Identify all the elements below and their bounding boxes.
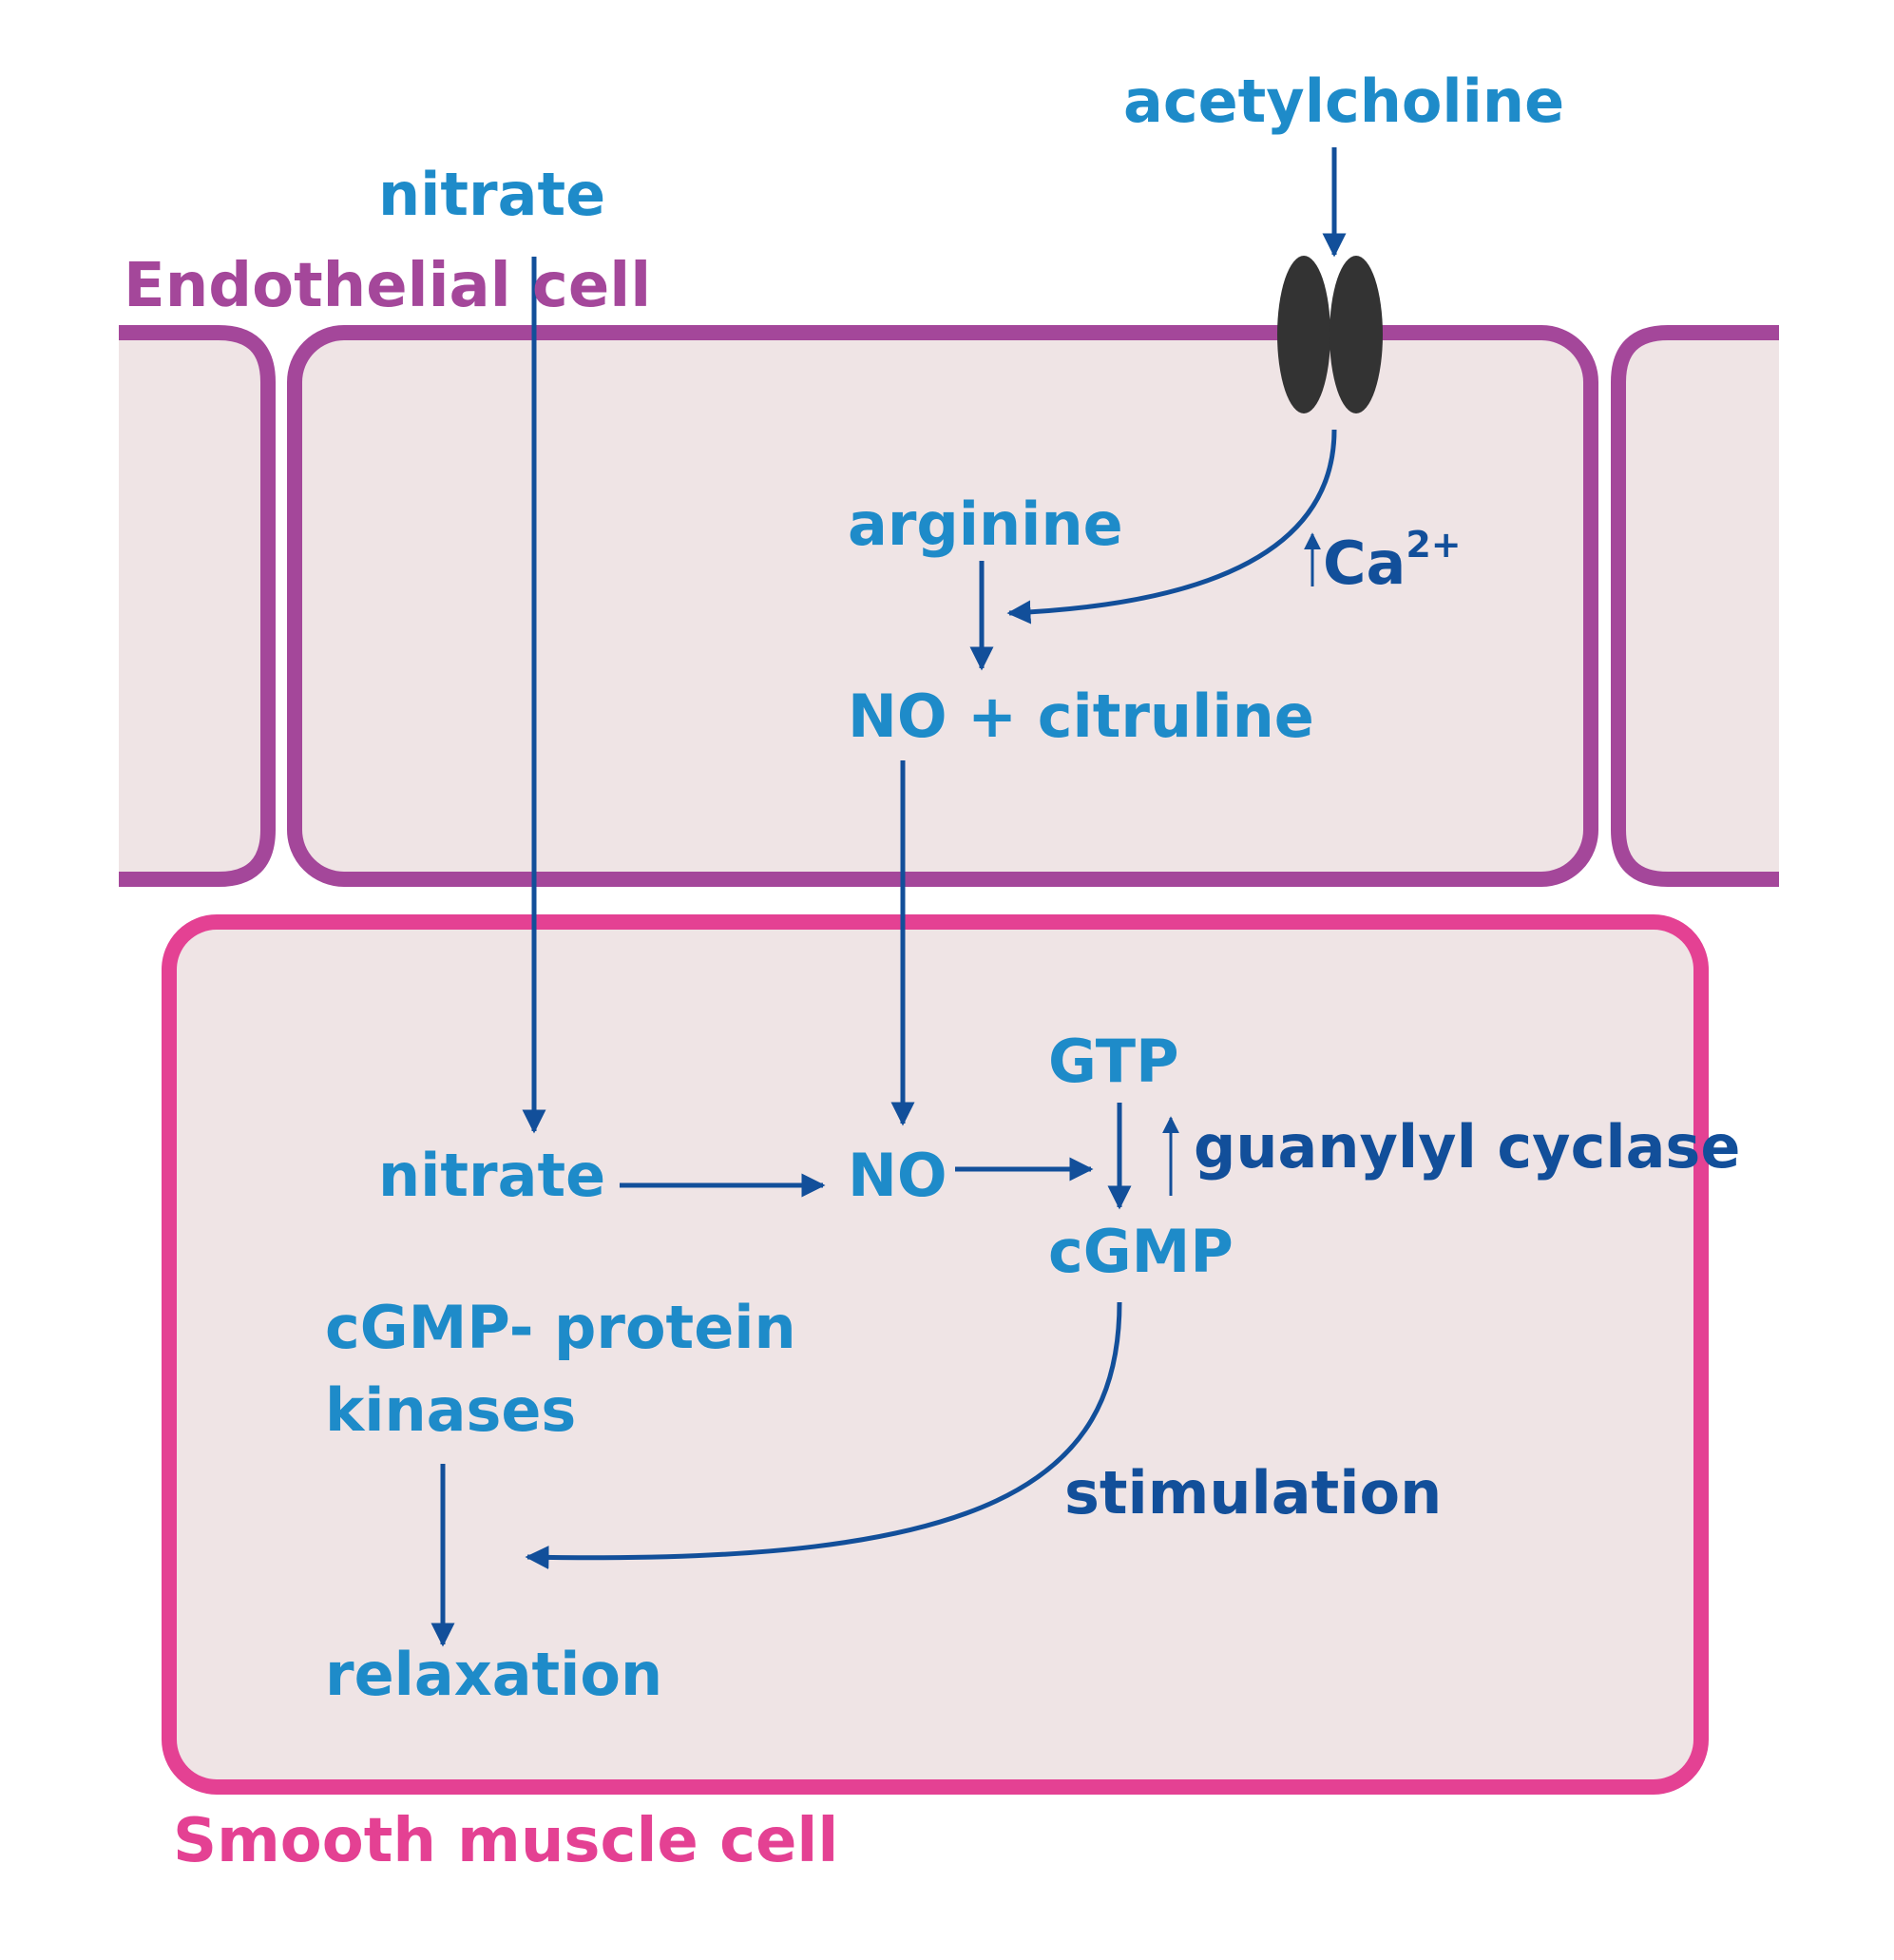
endothelial-cell-left-border bbox=[119, 325, 276, 887]
label-endothelial-cell: Endothelial cell bbox=[124, 251, 651, 321]
label-gtp: GTP bbox=[1048, 1027, 1179, 1096]
label-acetylcholine: acetylcholine bbox=[1123, 67, 1564, 136]
label-cgmp: cGMP bbox=[1048, 1217, 1234, 1286]
label-nitrate-outside: nitrate bbox=[378, 160, 605, 229]
label-arginine: arginine bbox=[848, 490, 1123, 559]
label-cgmp-protein: cGMP- protein bbox=[325, 1293, 796, 1362]
calcium-symbol: Ca bbox=[1323, 528, 1406, 598]
calcium-charge: 2+ bbox=[1406, 524, 1461, 566]
smooth-muscle-cell bbox=[162, 914, 1709, 1795]
label-nitrate-inside: nitrate bbox=[378, 1141, 605, 1210]
endothelial-cell-right bbox=[1618, 333, 1779, 879]
arrow-cgmp-stimulation bbox=[525, 1301, 1122, 1569]
label-relaxation: relaxation bbox=[325, 1640, 662, 1709]
label-stimulation: stimulation bbox=[1064, 1458, 1442, 1528]
label-guanylyl-cyclase: guanylyl cyclase bbox=[1194, 1112, 1740, 1182]
label-no-citruline: NO + citruline bbox=[848, 682, 1314, 751]
label-kinases: kinases bbox=[325, 1375, 576, 1445]
label-calcium: Ca2+ bbox=[1323, 524, 1462, 598]
endothelial-cell-main bbox=[287, 325, 1598, 887]
endothelial-cell-left bbox=[119, 333, 268, 879]
arrow-ca-to-arginine-reaction bbox=[1006, 429, 1337, 625]
endothelial-layer bbox=[119, 325, 1779, 887]
label-no: NO bbox=[848, 1141, 947, 1210]
endothelial-cell-right-border bbox=[1611, 325, 1779, 887]
label-smooth-muscle-cell: Smooth muscle cell bbox=[173, 1806, 838, 1876]
arrows bbox=[430, 147, 1347, 1647]
receptor-channel bbox=[1277, 256, 1383, 413]
channel-subunit-right bbox=[1330, 256, 1383, 413]
channel-subunit-left bbox=[1277, 256, 1330, 413]
